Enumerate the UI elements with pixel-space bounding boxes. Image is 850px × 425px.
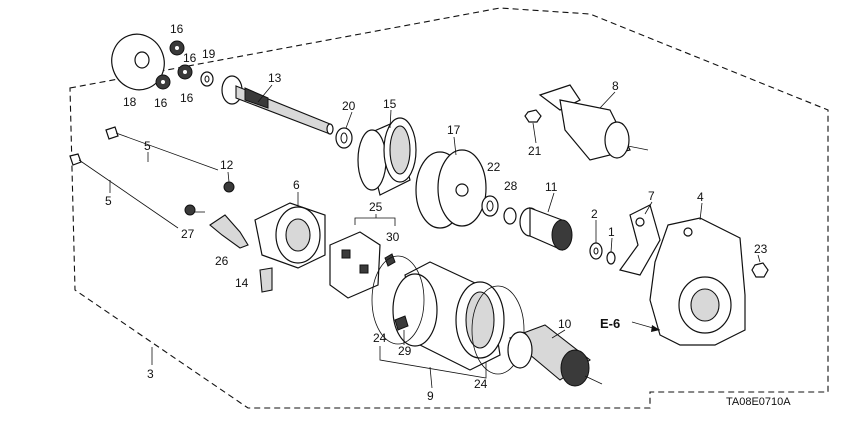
callout-10: 10 xyxy=(558,317,572,331)
part-nut-23 xyxy=(751,262,769,278)
callout-16c: 16 xyxy=(154,96,168,110)
callout-20: 20 xyxy=(342,99,356,113)
callout-8: 8 xyxy=(612,79,619,93)
part-o-ring-24a xyxy=(371,255,425,345)
part-front-bracket-4 xyxy=(649,217,746,346)
callout-23: 23 xyxy=(754,242,768,256)
callout-4: 4 xyxy=(697,190,704,204)
callout-5a: 5 xyxy=(144,139,151,153)
callout-25: 25 xyxy=(369,200,383,214)
part-solenoid-8 xyxy=(538,84,649,161)
part-ring-gear-15 xyxy=(357,117,417,196)
callout-18: 18 xyxy=(123,95,137,109)
part-screw-27 xyxy=(184,204,205,216)
callout-17: 17 xyxy=(447,123,461,137)
part-clip-14 xyxy=(259,267,273,293)
callout-16a: 16 xyxy=(170,22,184,36)
part-lever-7 xyxy=(618,204,661,276)
callout-16d: 16 xyxy=(180,91,194,105)
part-end-cover-6 xyxy=(254,202,326,269)
part-bolt-5a xyxy=(105,126,219,171)
callout-28: 28 xyxy=(504,179,518,193)
part-shaft-13 xyxy=(221,75,334,135)
assembly-boundary xyxy=(69,7,829,409)
part-washer-19 xyxy=(200,71,214,87)
callout-13: 13 xyxy=(268,71,282,85)
callout-24b: 24 xyxy=(474,377,488,391)
part-bracket-26 xyxy=(209,214,249,249)
callout-21: 21 xyxy=(528,144,542,158)
part-gear-16a xyxy=(169,40,185,56)
part-screw-12 xyxy=(223,181,235,193)
callout-6: 6 xyxy=(293,178,300,192)
callout-15: 15 xyxy=(383,97,397,111)
part-washer-20 xyxy=(335,127,353,149)
part-o-ring-24b xyxy=(471,285,525,375)
leader-lines xyxy=(109,84,761,389)
callout-9: 9 xyxy=(427,389,434,403)
part-ring-28 xyxy=(503,207,517,225)
part-pinion-11 xyxy=(519,207,573,251)
part-gear-16c xyxy=(155,74,171,90)
part-washer-2 xyxy=(589,242,603,260)
part-brush-holder-25 xyxy=(329,231,381,299)
callout-11: 11 xyxy=(545,180,558,194)
part-ring-29 xyxy=(394,315,409,331)
callout-3: 3 xyxy=(147,367,154,381)
part-nut-21 xyxy=(524,109,542,123)
callout-1: 1 xyxy=(608,225,615,239)
callout-16b: 16 xyxy=(183,51,197,65)
callout-12: 12 xyxy=(220,158,234,172)
part-housing-17 xyxy=(415,149,487,229)
part-washer-22 xyxy=(481,195,499,217)
part-washer-18 xyxy=(111,33,165,91)
callout-29: 29 xyxy=(398,344,412,358)
reference-arrow xyxy=(631,321,661,332)
part-armature-10 xyxy=(507,324,603,387)
part-gear-16b xyxy=(177,64,193,80)
callout-22: 22 xyxy=(487,160,501,174)
callout-7: 7 xyxy=(648,189,655,203)
callout-5b: 5 xyxy=(105,194,112,208)
reference-label: E-6 xyxy=(600,316,620,331)
callout-19: 19 xyxy=(202,47,216,61)
callout-26: 26 xyxy=(215,254,229,268)
part-bolt-5b xyxy=(69,153,179,229)
callout-30: 30 xyxy=(386,230,400,244)
part-yoke-9 xyxy=(392,261,505,371)
callout-27: 27 xyxy=(181,227,195,241)
callout-14: 14 xyxy=(235,276,249,290)
callout-2: 2 xyxy=(591,207,598,221)
drawing-code: TA08E0710A xyxy=(726,396,791,408)
part-ring-1 xyxy=(606,251,616,265)
callout-24a: 24 xyxy=(373,331,387,345)
